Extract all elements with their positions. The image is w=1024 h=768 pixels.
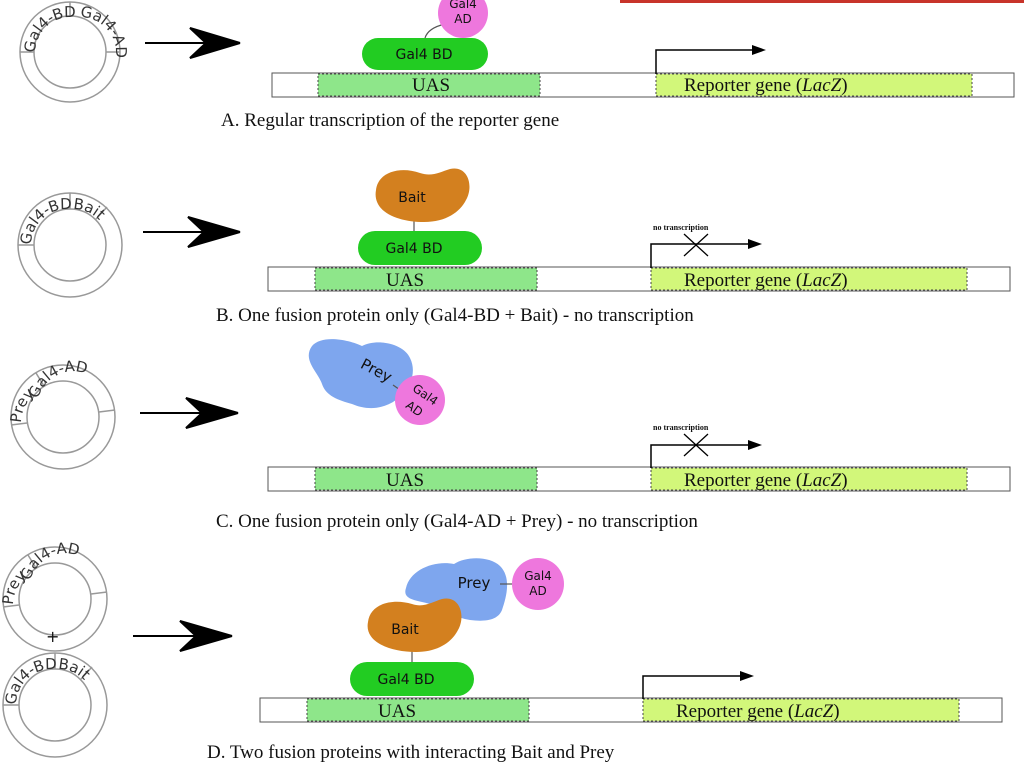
gal4-bd-label: Gal4 BD bbox=[377, 672, 434, 688]
gal4-ad-protein bbox=[512, 558, 564, 610]
gal4-bd-protein bbox=[362, 38, 488, 70]
reporter-gene-label: Reporter gene (LacZ) bbox=[684, 470, 848, 491]
gal4-ad-label-2: AD bbox=[454, 12, 471, 26]
plasmid-d-top: Prey Gal4-AD bbox=[0, 539, 108, 652]
plus-sign: + bbox=[46, 627, 59, 646]
arrow-right-icon bbox=[133, 620, 233, 652]
reporter-gene-label: Reporter gene (LacZ) bbox=[684, 75, 848, 96]
arrow-right-icon bbox=[145, 27, 241, 59]
panel-a: Gal4-BD Gal4-AD UAS Reporter gene (LacZ)… bbox=[19, 0, 1015, 131]
reporter-gene-label: Reporter gene (LacZ) bbox=[676, 701, 840, 722]
uas-region bbox=[317, 73, 541, 97]
no-transcription-label: no transcription bbox=[653, 223, 709, 232]
bait-label: Bait bbox=[398, 190, 426, 206]
panel-c: Prey Gal4-AD UAS Reporter gene (LacZ) no… bbox=[7, 339, 1011, 532]
prey-protein bbox=[405, 558, 508, 621]
reporter-gene-region bbox=[650, 467, 968, 491]
gal4-bd-protein bbox=[350, 662, 474, 696]
gal4-bd-protein bbox=[358, 231, 482, 265]
bait-label: Bait bbox=[391, 622, 419, 638]
gal4-ad-label-1: Gal4 bbox=[449, 0, 477, 11]
uas-label: UAS bbox=[386, 470, 424, 491]
gal4-ad-protein bbox=[438, 0, 488, 38]
panel-b: Gal4-BD Bait UAS Reporter gene (LacZ) no… bbox=[17, 168, 1011, 326]
transcription-arrow-icon bbox=[642, 675, 744, 699]
reporter-gene-region bbox=[642, 698, 960, 722]
transcription-arrow-icon bbox=[655, 49, 757, 74]
panel-d: Prey Gal4-AD + Gal4-BD Bait UAS Reporter… bbox=[0, 539, 1003, 763]
blocked-x-icon bbox=[683, 433, 709, 457]
plasmid-a: Gal4-BD Gal4-AD bbox=[19, 1, 130, 103]
top-accent-bar bbox=[620, 0, 1024, 3]
reporter-gene-region bbox=[650, 267, 968, 291]
prey-protein bbox=[308, 339, 413, 409]
transcription-arrow-icon bbox=[650, 444, 752, 468]
panel-caption: D. Two fusion proteins with interacting … bbox=[207, 742, 615, 763]
reporter-gene-region bbox=[655, 73, 973, 97]
panel-caption: B. One fusion protein only (Gal4-BD + Ba… bbox=[216, 305, 694, 326]
no-transcription-label: no transcription bbox=[653, 423, 709, 432]
uas-label: UAS bbox=[412, 75, 450, 96]
uas-region bbox=[306, 698, 530, 722]
panel-caption: A. Regular transcription of the reporter… bbox=[221, 110, 559, 131]
gal4-ad-protein bbox=[395, 375, 445, 425]
bait-protein bbox=[367, 598, 462, 652]
arrow-right-icon bbox=[143, 216, 241, 248]
blocked-x-icon bbox=[683, 233, 709, 257]
arrow-right-icon bbox=[140, 397, 239, 429]
reporter-gene-label: Reporter gene (LacZ) bbox=[684, 270, 848, 291]
gal4-ad-label-1: Gal4 bbox=[524, 569, 552, 583]
plasmid-b: Gal4-BD Bait bbox=[17, 192, 123, 298]
uas-label: UAS bbox=[378, 701, 416, 722]
gal4-bd-label: Gal4 BD bbox=[385, 241, 442, 257]
prey-label: Prey bbox=[458, 574, 491, 592]
bait-protein bbox=[375, 168, 470, 222]
uas-region bbox=[314, 467, 538, 491]
uas-region bbox=[314, 267, 538, 291]
gal4-bd-label: Gal4 BD bbox=[395, 47, 452, 63]
plasmid-d-bottom: Gal4-BD Bait bbox=[2, 652, 108, 758]
transcription-arrow-icon bbox=[650, 243, 752, 268]
uas-label: UAS bbox=[386, 270, 424, 291]
panel-caption: C. One fusion protein only (Gal4-AD + Pr… bbox=[216, 511, 698, 532]
plasmid-c: Prey Gal4-AD bbox=[7, 357, 116, 470]
gal4-ad-label-2: AD bbox=[529, 584, 546, 598]
